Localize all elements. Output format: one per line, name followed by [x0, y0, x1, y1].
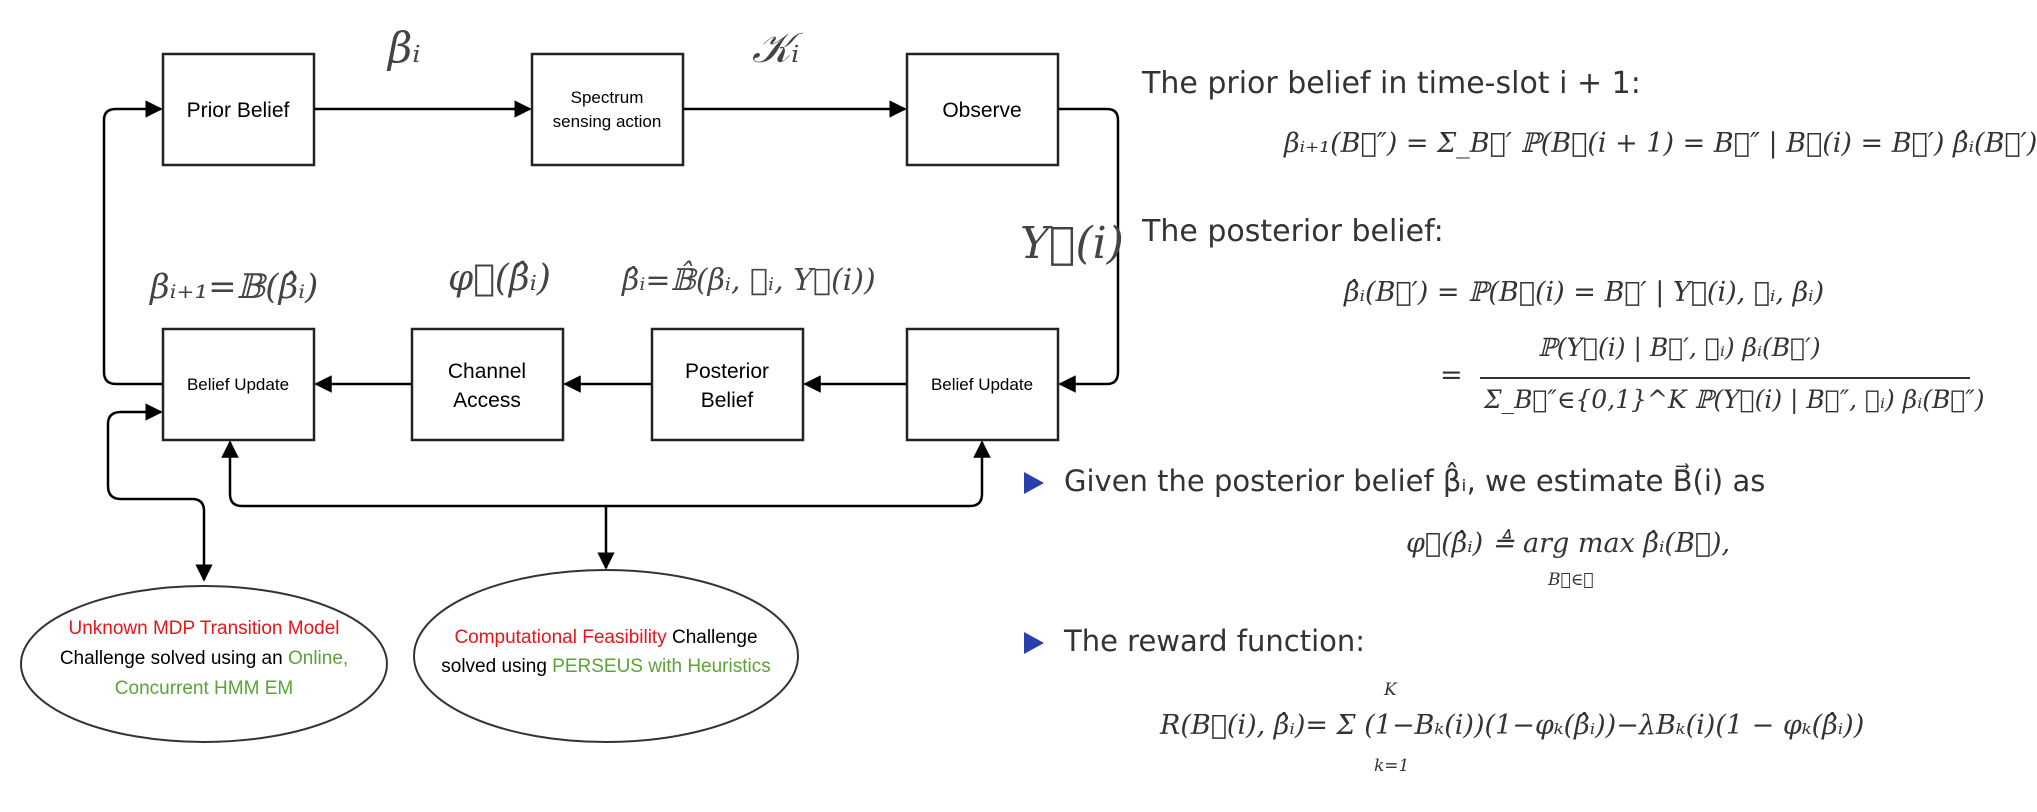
reward-sum-bottom: k=1: [1374, 756, 1410, 776]
estimate-formula: φ⃗(β̂ᵢ) ≜ arg max β̂ᵢ(B⃗),: [1406, 528, 1731, 559]
bullet-triangle-icon: [1024, 632, 1044, 654]
prior-belief-label: Prior Belief: [187, 99, 290, 122]
label-kappa-i: 𝒦ᵢ: [752, 23, 804, 72]
label-phi-hat: φ⃗(β̂ᵢ): [448, 258, 551, 299]
challenge-ellipse-right: [413, 569, 799, 743]
left-ellipse-line-1: Unknown MDP Transition Model: [68, 618, 339, 639]
posterior-denominator: Σ_B⃗″∈{0,1}^K ℙ(Y⃗(i) | B⃗″, 𝒦ᵢ) βᵢ(B⃗″): [1484, 385, 1985, 414]
right-ellipse-line-2: solved using PERSEUS with Heuristics: [441, 656, 770, 677]
bullet-triangle-icon: [1024, 472, 1044, 494]
posterior-belief-label-2: Belief: [701, 389, 754, 412]
channel-access-label-2: Access: [453, 389, 521, 412]
posterior-equals: =: [1440, 360, 1463, 391]
prior-belief-formula: βᵢ₊₁(B⃗″) = Σ_B⃗′ ℙ(B⃗(i + 1) = B⃗″ | B⃗…: [1284, 128, 2037, 159]
observe-label: Observe: [942, 99, 1021, 122]
arrow-update-to-prior: [102, 100, 163, 386]
posterior-formula-line-1: β̂ᵢ(B⃗′) = ℙ(B⃗(i) = B⃗′ | Y⃗(i), 𝒦ᵢ, βᵢ…: [1344, 277, 1825, 308]
reward-sum-top: K: [1384, 680, 1397, 700]
belief-update-left-label: Belief Update: [187, 375, 289, 394]
spectrum-sensing-label-2: sensing action: [553, 112, 662, 131]
reward-bullet-text: The reward function:: [1064, 624, 1366, 658]
observe-box: [905, 52, 1060, 167]
posterior-belief-label-1: Posterior: [685, 360, 769, 383]
spectrum-sensing-label-1: Spectrum: [571, 88, 644, 107]
channel-access-box: [410, 327, 565, 442]
label-beta-hat: β̂ᵢ=𝔹̂(βᵢ, 𝒦ᵢ, Y⃗(i)): [621, 261, 876, 298]
fraction-bar: [1480, 377, 1970, 379]
estimate-bullet-text: Given the posterior belief β̂ᵢ, we estim…: [1064, 464, 1766, 498]
belief-update-right-box: [905, 327, 1060, 442]
channel-access-label-1: Channel: [448, 360, 526, 383]
challenge-ellipse-left: [20, 585, 388, 743]
posterior-numerator: ℙ(Y⃗(i) | B⃗′, 𝒦ᵢ) βᵢ(B⃗′): [1538, 333, 1821, 362]
reward-formula: R(B⃗(i), β̂ᵢ)= Σ (1−Bₖ(i))(1−φₖ(β̂ᵢ))−λB…: [1160, 710, 1865, 741]
arrow-observe-to-update: [1058, 107, 1120, 393]
label-y-of-i: Y⃗(i): [1020, 218, 1124, 269]
left-ellipse-line-3: Concurrent HMM EM: [115, 678, 293, 699]
link-right-challenge: [221, 440, 991, 508]
prior-belief-box: [161, 52, 316, 167]
link-left-challenge: [106, 403, 213, 582]
belief-update-right-label: Belief Update: [931, 375, 1033, 394]
left-ellipse-line-2: Challenge solved using an Online,: [60, 648, 348, 669]
estimate-subscript: B⃗∈ℬ: [1548, 570, 1594, 590]
label-beta-i: βᵢ: [386, 23, 421, 72]
posterior-belief-heading: The posterior belief:: [1142, 214, 1444, 249]
posterior-belief-box: [650, 327, 805, 442]
spectrum-sensing-box: [530, 52, 685, 167]
belief-loop-diagram: Prior Belief Spectrum sensing action Obs…: [20, 23, 1124, 743]
right-ellipse-line-1: Computational Feasibility Challenge: [454, 627, 757, 648]
label-beta-next: βᵢ₊₁=𝔹(β̂ᵢ): [148, 267, 318, 307]
prior-belief-heading: The prior belief in time-slot i + 1:: [1142, 66, 1641, 101]
